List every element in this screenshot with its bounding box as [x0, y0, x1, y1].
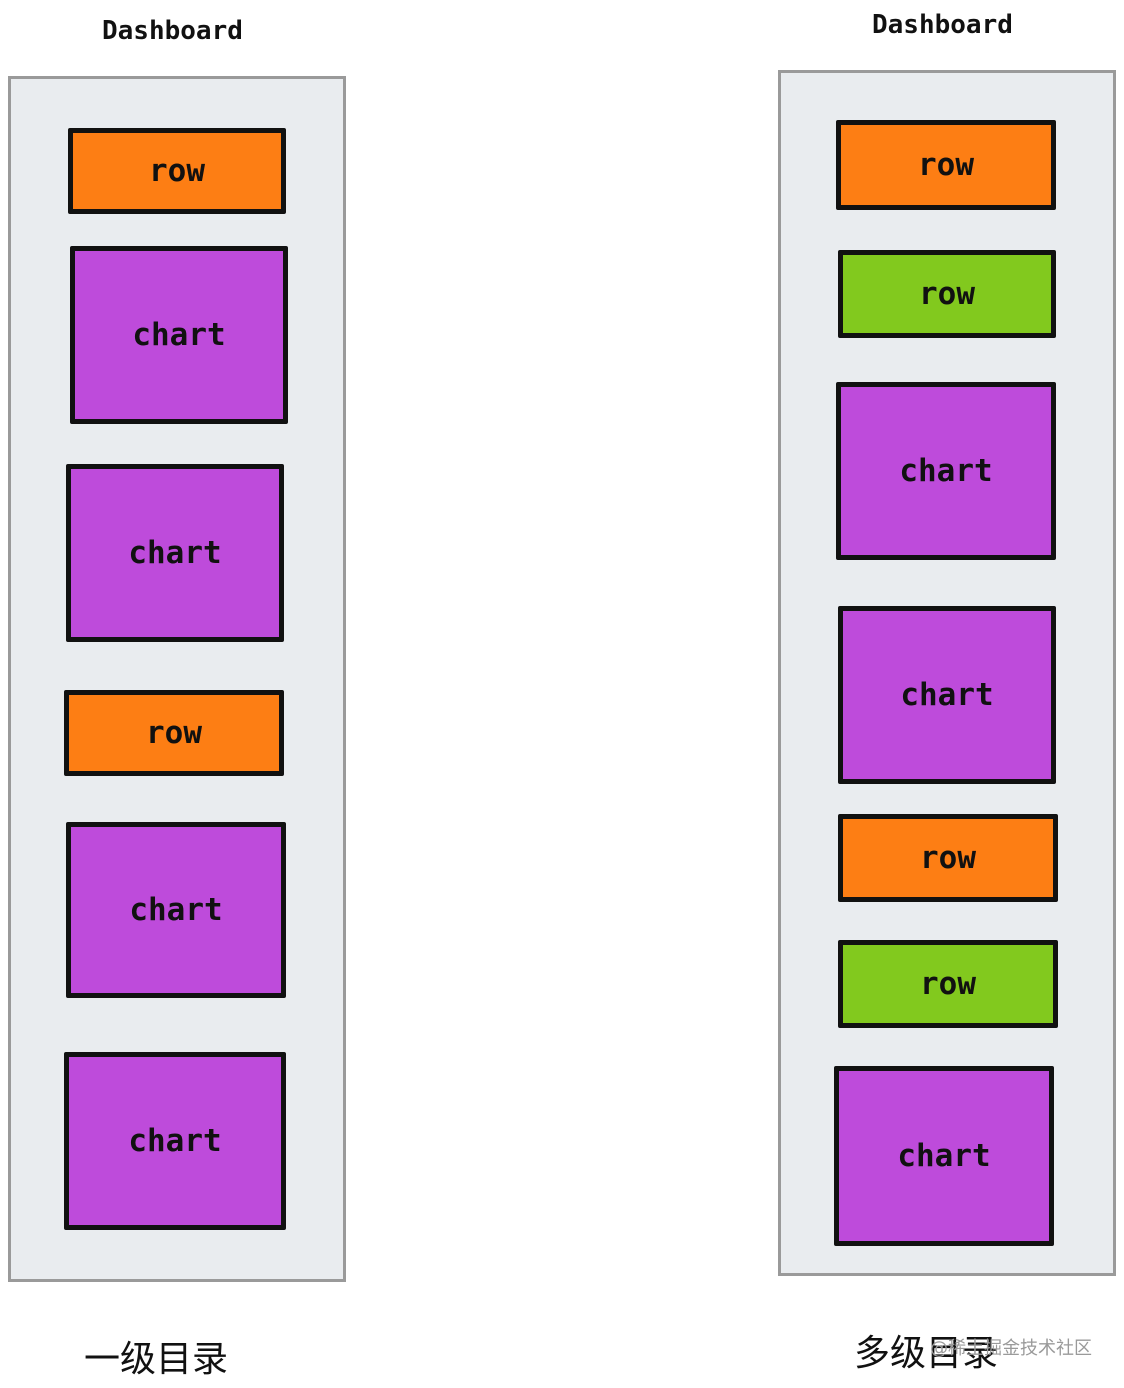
right-caption: 多级目录 — [854, 1333, 999, 1374]
right-row-block-2: row — [838, 250, 1056, 338]
left-row-block-1: row — [68, 128, 286, 214]
block-label: chart — [897, 1138, 991, 1174]
block-label: row — [918, 147, 974, 183]
block-label: row — [920, 966, 976, 1002]
right-row-block-3: row — [838, 814, 1058, 902]
block-label: row — [920, 840, 976, 876]
left-chart-block-4: chart — [64, 1052, 286, 1230]
block-label: chart — [899, 453, 993, 489]
left-chart-block-1: chart — [70, 246, 288, 424]
left-caption: 一级目录 — [84, 1339, 229, 1380]
left-chart-block-2: chart — [66, 464, 284, 642]
right-row-block-1: row — [836, 120, 1056, 210]
block-label: row — [149, 153, 205, 189]
block-label: chart — [132, 317, 226, 353]
right-chart-block-2: chart — [838, 606, 1056, 784]
watermark: @稀土掘金技术社区 — [930, 1338, 1092, 1359]
left-dashboard-title: Dashboard — [102, 16, 243, 46]
right-dashboard-title: Dashboard — [872, 10, 1013, 40]
block-label: chart — [128, 1123, 222, 1159]
right-chart-block-1: chart — [836, 382, 1056, 560]
block-label: chart — [128, 535, 222, 571]
block-label: chart — [129, 892, 223, 928]
left-chart-block-3: chart — [66, 822, 286, 998]
block-label: row — [919, 276, 975, 312]
right-row-block-4: row — [838, 940, 1058, 1028]
block-label: chart — [900, 677, 994, 713]
left-row-block-2: row — [64, 690, 284, 776]
right-chart-block-3: chart — [834, 1066, 1054, 1246]
block-label: row — [146, 715, 202, 751]
